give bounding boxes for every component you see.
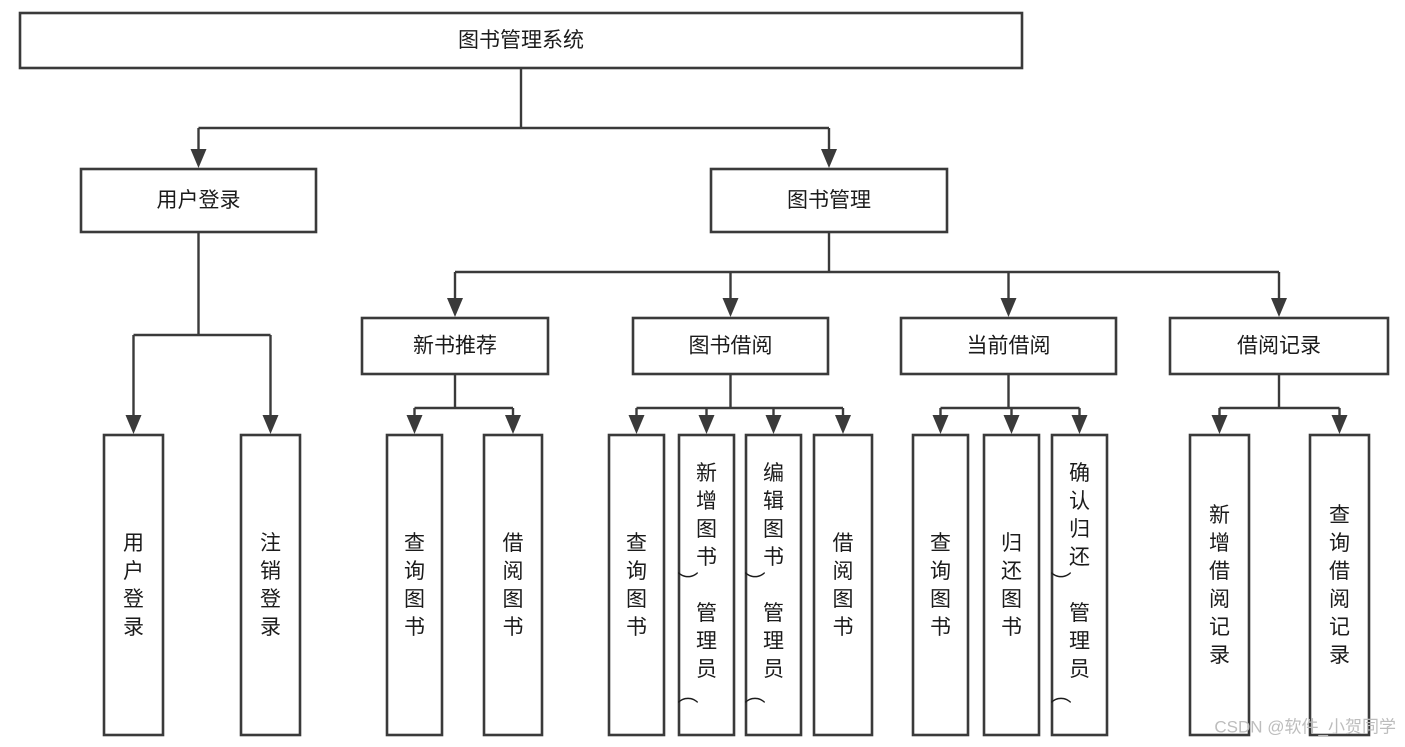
node-box[interactable]	[607, 433, 666, 737]
node-box[interactable]	[385, 433, 444, 737]
node-label: 图书管理	[787, 189, 871, 212]
node-box[interactable]	[709, 167, 949, 234]
node-label: 图书借阅	[689, 335, 773, 358]
node-l2_2[interactable]: 当前借阅	[899, 316, 1118, 376]
node-leaf_11[interactable]: 新增借阅记录	[1188, 433, 1251, 737]
arrow-head-icon	[1211, 415, 1228, 434]
node-label: 借阅图书	[503, 532, 524, 639]
node-label: 查询图书	[404, 532, 425, 639]
node-leaf_1[interactable]: 注销登录	[239, 433, 302, 737]
arrow-head-icon	[1000, 298, 1017, 317]
arrow-head-icon	[406, 415, 423, 434]
node-box[interactable]	[812, 433, 874, 737]
node-box[interactable]	[631, 316, 830, 376]
node-box[interactable]	[899, 316, 1118, 376]
node-l2_0[interactable]: 新书推荐	[360, 316, 550, 376]
arrow-head-icon	[835, 415, 851, 434]
node-leaf_0[interactable]: 用户登录	[102, 433, 165, 737]
node-l2_3[interactable]: 借阅记录	[1168, 316, 1390, 376]
arrow-head-icon	[1071, 415, 1088, 434]
node-box[interactable]	[677, 433, 736, 737]
node-label: 借阅图书	[833, 532, 854, 639]
connector-group-l2_3	[1211, 374, 1348, 434]
node-l1_1[interactable]: 图书管理	[709, 167, 949, 234]
node-box[interactable]	[982, 433, 1041, 737]
node-box[interactable]	[1168, 316, 1390, 376]
node-label: 查询图书	[930, 532, 951, 639]
arrow-head-icon	[722, 298, 739, 317]
nodes-layer: 图书管理系统用户登录图书管理新书推荐图书借阅当前借阅借阅记录用户登录注销登录查询…	[18, 11, 1390, 737]
arrow-head-icon	[125, 415, 142, 434]
node-box[interactable]	[911, 433, 970, 737]
node-l2_1[interactable]: 图书借阅	[631, 316, 830, 376]
node-box[interactable]	[1308, 433, 1371, 737]
node-leaf_10[interactable]: 确认归还（管理员）	[1050, 433, 1109, 737]
arrow-head-icon	[1271, 298, 1287, 317]
node-label: 当前借阅	[967, 335, 1051, 358]
connector-group-root	[190, 68, 837, 168]
arrow-head-icon	[1331, 415, 1348, 434]
arrow-head-icon	[765, 415, 782, 434]
node-label: 查询借阅记录	[1329, 504, 1350, 667]
node-label: 注销登录	[260, 532, 281, 639]
node-box[interactable]	[102, 433, 165, 737]
node-label: 新增图书（管理员）	[678, 462, 717, 704]
node-box[interactable]	[360, 316, 550, 376]
node-leaf_2[interactable]: 查询图书	[385, 433, 444, 737]
connector-group-l2_1	[628, 374, 851, 434]
arrow-head-icon	[821, 149, 837, 168]
arrow-head-icon	[1003, 415, 1020, 434]
node-box[interactable]	[482, 433, 544, 737]
node-label: 归还图书	[1001, 532, 1022, 639]
connectors-layer	[125, 68, 1348, 434]
node-leaf_4[interactable]: 查询图书	[607, 433, 666, 737]
arrow-head-icon	[505, 415, 521, 434]
connector-group-l1_0	[125, 232, 279, 434]
connector-group-l2_2	[932, 374, 1088, 434]
connector-group-l1_1	[447, 232, 1287, 317]
node-label: 确认归还（管理员）	[1051, 462, 1090, 704]
node-label: 查询图书	[626, 532, 647, 639]
node-label: 借阅记录	[1237, 335, 1321, 358]
node-leaf_6[interactable]: 编辑图书（管理员）	[744, 433, 803, 737]
arrow-head-icon	[190, 149, 207, 168]
node-box[interactable]	[1188, 433, 1251, 737]
node-leaf_3[interactable]: 借阅图书	[482, 433, 544, 737]
node-label: 用户登录	[157, 189, 241, 212]
arrow-head-icon	[932, 415, 949, 434]
node-leaf_8[interactable]: 查询图书	[911, 433, 970, 737]
node-l1_0[interactable]: 用户登录	[79, 167, 318, 234]
node-leaf_7[interactable]: 借阅图书	[812, 433, 874, 737]
node-leaf_9[interactable]: 归还图书	[982, 433, 1041, 737]
node-label: 新书推荐	[413, 335, 497, 358]
arrow-head-icon	[628, 415, 645, 434]
node-box[interactable]	[79, 167, 318, 234]
arrow-head-icon	[698, 415, 715, 434]
connector-group-l2_0	[406, 374, 521, 434]
node-label: 编辑图书（管理员）	[745, 462, 784, 704]
csdn-watermark: CSDN @软件_小贺同学	[1214, 717, 1396, 736]
node-box[interactable]	[1050, 433, 1109, 737]
arrow-head-icon	[262, 415, 279, 434]
node-box[interactable]	[18, 11, 1024, 70]
node-label: 用户登录	[123, 532, 144, 639]
node-root[interactable]: 图书管理系统	[18, 11, 1024, 70]
node-box[interactable]	[239, 433, 302, 737]
node-leaf_12[interactable]: 查询借阅记录	[1308, 433, 1371, 737]
node-box[interactable]	[744, 433, 803, 737]
node-label: 新增借阅记录	[1209, 504, 1230, 667]
node-leaf_5[interactable]: 新增图书（管理员）	[677, 433, 736, 737]
node-label: 图书管理系统	[458, 29, 584, 52]
arrow-head-icon	[447, 298, 463, 317]
